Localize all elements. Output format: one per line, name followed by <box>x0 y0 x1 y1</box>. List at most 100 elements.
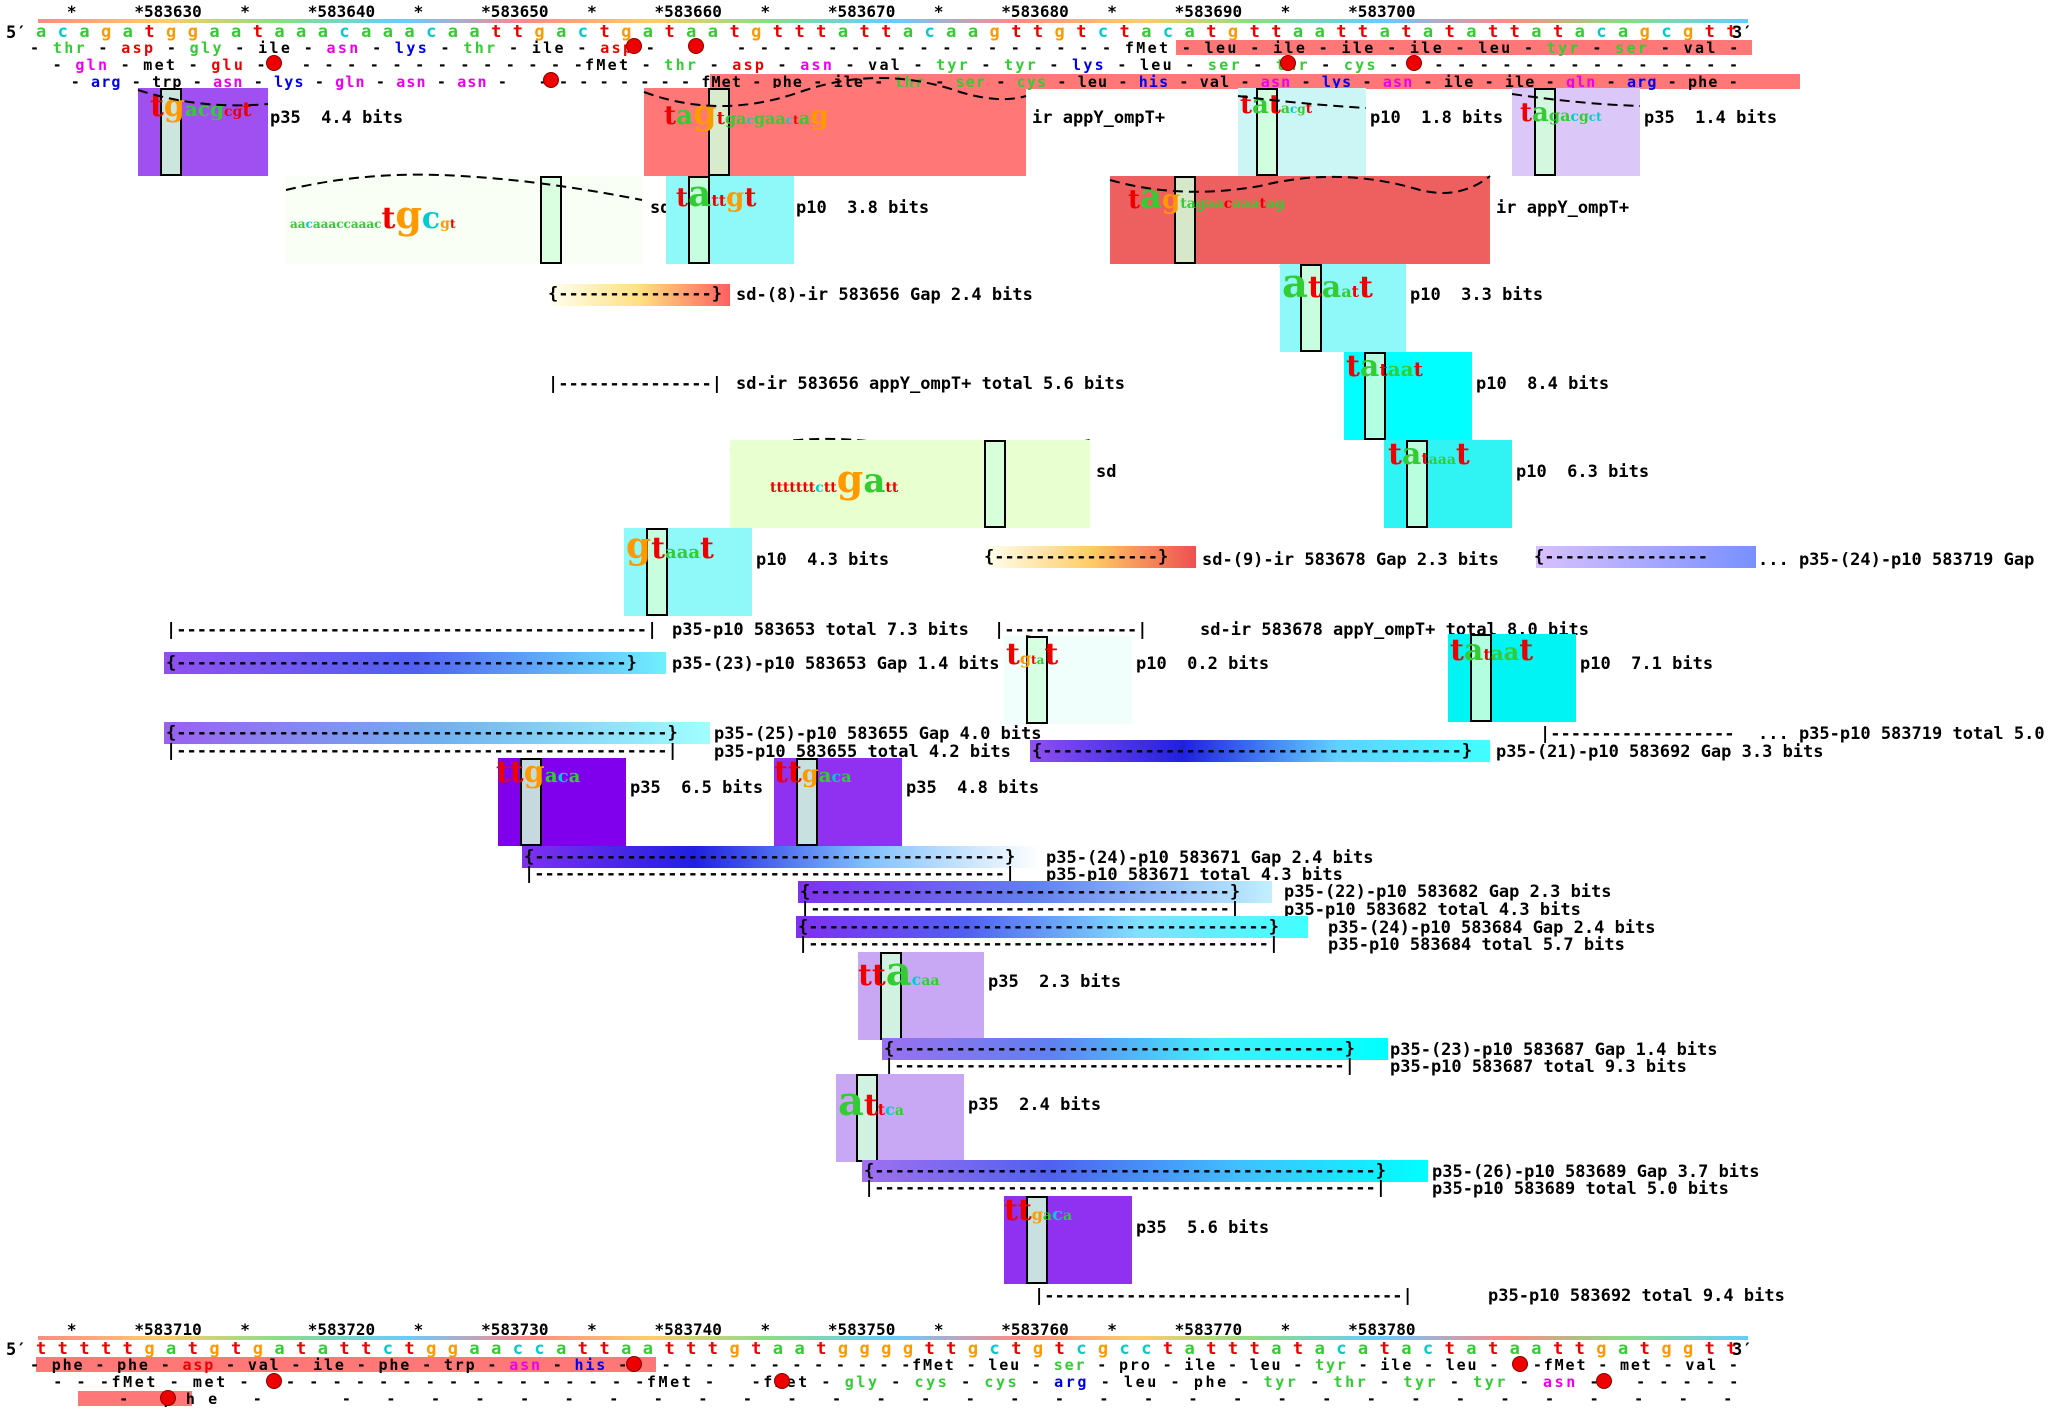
feature-label: p10 4.3 bits <box>756 550 890 570</box>
walker-zero-mark <box>646 528 668 616</box>
nucleotide: a <box>1466 22 1477 42</box>
feature-label: p35-p10 583687 total 9.3 bits <box>1390 1057 1687 1077</box>
nucleotide: t <box>1639 1339 1650 1359</box>
nucleotide: a <box>1314 1339 1325 1359</box>
nucleotide: a <box>79 22 90 42</box>
nucleotide: a <box>1184 1339 1195 1359</box>
nucleotide: c <box>577 22 589 42</box>
nucleotide: t <box>577 1339 589 1359</box>
nucleotide: c <box>1141 1339 1152 1359</box>
nucleotide: g <box>101 22 112 42</box>
walker-zero-mark <box>160 88 182 176</box>
walker-zero-mark <box>1026 1196 1048 1284</box>
stop-codon-icon <box>266 1373 282 1389</box>
walker-zero-mark <box>1026 636 1048 724</box>
p35-walker <box>498 758 626 846</box>
nucleotide: t <box>599 22 610 42</box>
nucleotide: a <box>1531 22 1542 42</box>
feature-label: p35-(21)-p10 583692 Gap 3.3 bits <box>1496 742 1824 762</box>
nucleotide: t <box>881 22 892 42</box>
nucleotide: t <box>707 1339 719 1359</box>
p35-walker <box>1004 1196 1132 1284</box>
nucleotide: a <box>1617 22 1629 42</box>
stop-codon-icon <box>626 38 642 54</box>
nucleotide: a <box>1141 22 1152 42</box>
nucleotide: t <box>491 22 502 42</box>
gap-bar <box>798 881 1272 903</box>
nucleotide: t <box>1162 1339 1174 1359</box>
nucleotide: g <box>621 22 632 42</box>
nucleotide: t <box>252 22 263 42</box>
p10-walker <box>624 528 752 616</box>
p35-walker <box>774 758 902 846</box>
nucleotide: a <box>447 22 458 42</box>
nucleotide: t <box>729 22 740 42</box>
nucleotide: t <box>1552 1339 1564 1359</box>
nucleotide: a <box>1531 1339 1542 1359</box>
feature-label: p35-p10 583692 total 9.4 bits <box>1488 1286 1785 1306</box>
nucleotide: g <box>534 22 545 42</box>
nucleotide: t <box>1726 22 1737 42</box>
nucleotide: c <box>1097 22 1109 42</box>
nucleotide: a <box>404 22 415 42</box>
gap-bar <box>796 916 1308 938</box>
nucleotide: a <box>491 1339 502 1359</box>
nucleotide: c <box>339 22 350 42</box>
nucleotide: a <box>209 22 220 42</box>
total-dashes: |---------------------------------------… <box>166 741 678 761</box>
feature-label: p10 1.8 bits <box>1370 108 1504 128</box>
gap-dashes: {---------------------------------------… <box>884 1039 1355 1059</box>
stop-codon-icon <box>1406 55 1422 71</box>
nucleotide: t <box>1357 22 1369 42</box>
nucleotide: t <box>1032 22 1044 42</box>
nucleotide: t <box>1487 1339 1499 1359</box>
nucleotide: t <box>79 1339 90 1359</box>
p35-walker <box>858 952 984 1040</box>
gap-bar <box>862 1160 1428 1182</box>
stop-codon-icon <box>1596 1373 1612 1389</box>
sd-walker <box>286 176 642 264</box>
top-ruler-colorbar <box>38 19 1748 23</box>
nucleotide: t <box>599 1339 610 1359</box>
nucleotide: t <box>1444 22 1455 42</box>
walker-letters: tataat <box>1450 633 1534 668</box>
walker-zero-mark <box>1174 176 1196 264</box>
feature-label: sd-(9)-ir 583678 Gap 2.3 bits <box>1202 550 1499 570</box>
top-frame2-translation: - gln - met - glu - - - - - - - - - - - … <box>52 56 1741 74</box>
nucleotide: t <box>1704 1339 1715 1359</box>
nucleotide: a <box>837 22 849 42</box>
total-dashes: |---------------------------------------… <box>800 899 1241 919</box>
nucleotide: t <box>36 1339 47 1359</box>
walker-zero-mark <box>796 758 818 846</box>
nucleotide: a <box>166 1339 177 1359</box>
nucleotide: c <box>382 1339 393 1359</box>
gap-dashes: {---------------------------------------… <box>1032 741 1473 761</box>
total-dashes: |------------------ <box>1540 724 1735 744</box>
nucleotide: t <box>1292 1339 1304 1359</box>
feature-label: p10 3.8 bits <box>796 198 930 218</box>
nucleotide: t <box>772 22 784 42</box>
nucleotide: t <box>1271 22 1282 42</box>
walker-zero-mark <box>1406 440 1428 528</box>
gap-dashes: {---------------------------------------… <box>798 917 1280 937</box>
gap-bar <box>550 284 730 306</box>
walker-zero-mark <box>540 176 562 264</box>
nucleotide: t <box>1206 22 1217 42</box>
nucleotide: a <box>946 22 957 42</box>
feature-label: p35-(23)-p10 583653 Gap 1.4 bits <box>672 654 1000 674</box>
bottom-5prime-label: 5′ <box>6 1340 27 1360</box>
nucleotide: g <box>989 22 1000 42</box>
feature-label: p35-(23)-p10 583687 Gap 1.4 bits <box>1390 1040 1718 1060</box>
gap-dashes: {---------------------------------------… <box>166 723 678 743</box>
feature-label: p10 7.1 bits <box>1580 654 1714 674</box>
feature-label: p35 5.6 bits <box>1136 1218 1270 1238</box>
nucleotide: g <box>447 1339 458 1359</box>
nucleotide: a <box>686 22 697 42</box>
nucleotide: g <box>144 1339 155 1359</box>
nucleotide: t <box>1509 22 1520 42</box>
nucleotide: c <box>426 22 437 42</box>
walker-letters: ttgaca <box>496 755 581 790</box>
walker-zero-mark <box>1300 264 1322 352</box>
feature-label: p35 1.4 bits <box>1644 108 1778 128</box>
walker-zero-mark <box>1534 88 1556 176</box>
